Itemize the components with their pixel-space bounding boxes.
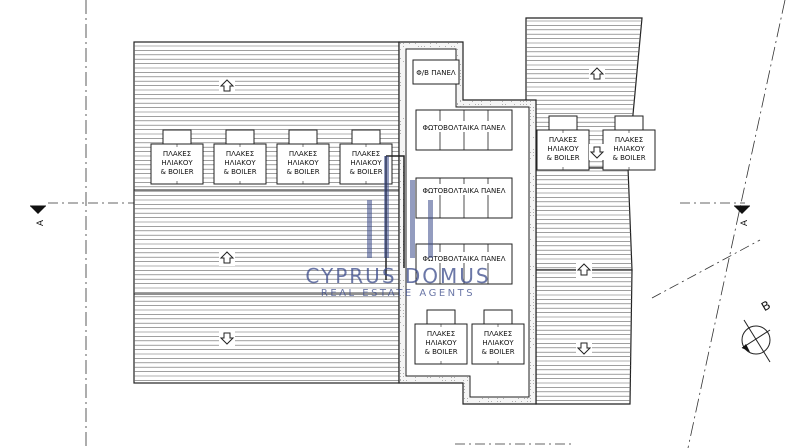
solar-heater-label: ΗΛΙΑΚΟΥ xyxy=(613,145,645,153)
solar-heater-label: & BOILER xyxy=(349,168,382,176)
solar-heater-label: ΠΛΑΚΕΣ xyxy=(549,136,577,144)
left-roof-block xyxy=(133,41,400,384)
watermark-subtitle: REAL ESTATE AGENTS xyxy=(321,288,475,299)
pv-array-3-label: ΦΩΤΟΒΟΛΤΑΙΚΑ ΠΑΝΕΛ xyxy=(423,255,506,263)
right-mid-roof-hatch xyxy=(536,170,632,269)
pv-array-2-label: ΦΩΤΟΒΟΛΤΑΙΚΑ ΠΑΝΕΛ xyxy=(423,187,506,195)
solar-heater-label: ΗΛΙΑΚΟΥ xyxy=(350,159,382,167)
grid-line-right xyxy=(687,0,786,448)
right-bottom-roof-hatch xyxy=(536,272,632,401)
pv-array-1-label: ΦΩΤΟΒΟΛΤΑΙΚΑ ΠΑΝΕΛ xyxy=(423,124,506,132)
slope-arrow-up-icon xyxy=(219,78,235,94)
solar-heater-label: ΠΛΑΚΕΣ xyxy=(615,136,643,144)
section-line-b xyxy=(651,239,761,299)
watermark: CYPRUS DOMUS REAL ESTATE AGENTS xyxy=(305,156,490,299)
solar-heater-label: & BOILER xyxy=(481,348,514,356)
watermark-title: CYPRUS DOMUS xyxy=(305,264,490,288)
section-b-label: B xyxy=(759,298,773,314)
slope-arrow-down-icon xyxy=(589,144,605,160)
solar-heater-label: & BOILER xyxy=(286,168,319,176)
solar-heater-label: ΠΛΑΚΕΣ xyxy=(484,330,512,338)
solar-heater-label: ΠΛΑΚΕΣ xyxy=(226,150,254,158)
slope-arrow-up-icon xyxy=(576,262,592,278)
slope-arrow-down-icon xyxy=(219,330,235,346)
slope-arrow-up-icon xyxy=(219,250,235,266)
section-marker-b: B xyxy=(741,298,773,363)
pv-small-label: Φ/Β ΠΑΝΕΛ xyxy=(416,69,456,77)
solar-heater-label: ΗΛΙΑΚΟΥ xyxy=(224,159,256,167)
grid-lines xyxy=(48,0,786,448)
solar-heater-label: & BOILER xyxy=(612,154,645,162)
solar-heater-label: & BOILER xyxy=(223,168,256,176)
solar-heater-label: ΠΛΑΚΕΣ xyxy=(427,330,455,338)
slope-arrow-up-icon xyxy=(589,66,605,82)
solar-heater-label: ΠΛΑΚΕΣ xyxy=(289,150,317,158)
slope-arrow-down-icon xyxy=(576,340,592,356)
solar-heater-label: & BOILER xyxy=(160,168,193,176)
section-a-right-label: A xyxy=(740,219,750,226)
section-a-left-label: A xyxy=(36,219,46,226)
solar-heater-label: ΗΛΙΑΚΟΥ xyxy=(161,159,193,167)
slope-arrows xyxy=(219,66,605,356)
solar-heater-label: & BOILER xyxy=(424,348,457,356)
pv-array-2: ΦΩΤΟΒΟΛΤΑΙΚΑ ΠΑΝΕΛ xyxy=(415,177,513,219)
solar-heater-label: ΠΛΑΚΕΣ xyxy=(163,150,191,158)
pv-small-panel: Φ/Β ΠΑΝΕΛ xyxy=(412,59,460,85)
section-marker-left: A xyxy=(30,205,46,226)
solar-heater-label: ΗΛΙΑΚΟΥ xyxy=(482,339,514,347)
solar-heater-label: ΠΛΑΚΕΣ xyxy=(352,150,380,158)
pv-array-1: ΦΩΤΟΒΟΛΤΑΙΚΑ ΠΑΝΕΛ xyxy=(415,109,513,151)
solar-heater-label: ΗΛΙΑΚΟΥ xyxy=(425,339,457,347)
section-marker-right: A xyxy=(734,205,750,226)
solar-heater-label: & BOILER xyxy=(546,154,579,162)
solar-heater-label: ΗΛΙΑΚΟΥ xyxy=(287,159,319,167)
solar-heater-label: ΗΛΙΑΚΟΥ xyxy=(547,145,579,153)
